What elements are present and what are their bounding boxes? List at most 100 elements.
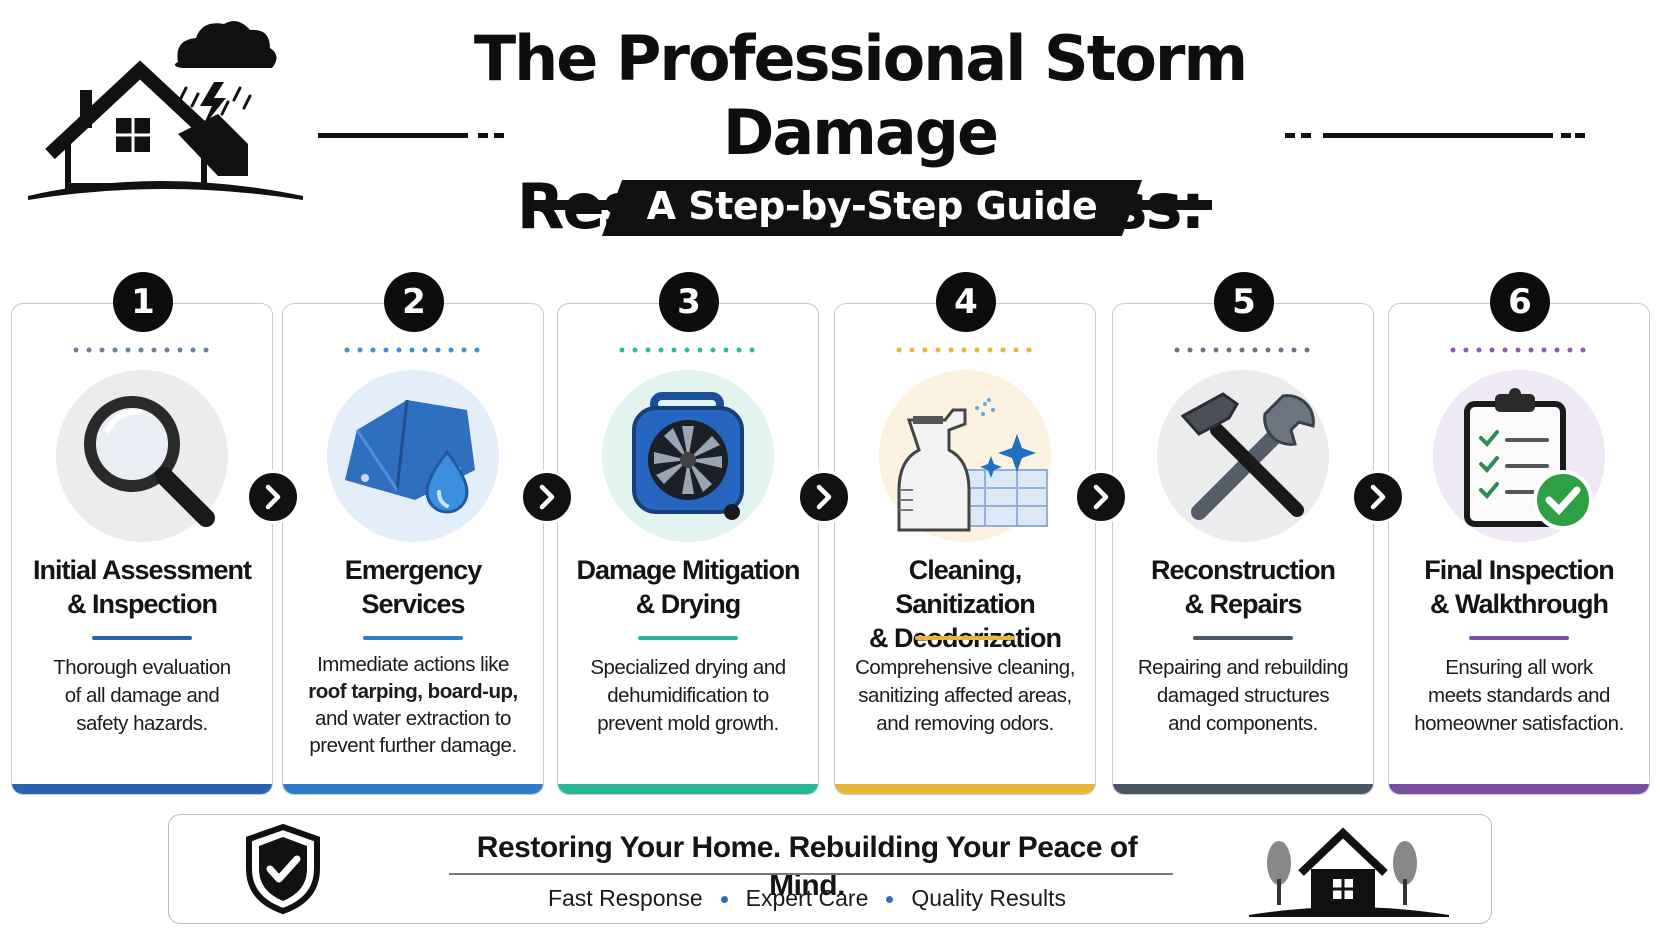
step-number: 2 xyxy=(384,272,444,332)
title-underline xyxy=(363,636,463,640)
step-title-line-2: & Inspection xyxy=(66,589,218,619)
card-accent-bar xyxy=(12,784,272,794)
tag-quality-results: Quality Results xyxy=(911,885,1067,911)
desc-line: Ensuring all work xyxy=(1445,656,1593,679)
subtitle: A Step-by-Step Guide xyxy=(646,184,1098,228)
title-underline xyxy=(92,636,192,640)
desc-line: Comprehensive cleaning, xyxy=(855,656,1075,679)
title-rule-right xyxy=(1285,133,1585,138)
desc-line: Specialized drying and xyxy=(590,656,786,679)
step-title: Damage Mitigation & Drying xyxy=(563,553,813,621)
step-title-line-2: & Walkthrough xyxy=(1430,589,1609,619)
card-frame xyxy=(1388,303,1650,795)
step-card-4: 4 Cleaning, Sanitization & Deodorization… xyxy=(834,272,1096,795)
desc-line: homeowner satisfaction. xyxy=(1414,712,1624,735)
step-number: 4 xyxy=(936,272,996,332)
step-title: Emergency Services xyxy=(288,553,538,621)
step-description: Ensuring all work meets standards and ho… xyxy=(1398,654,1640,738)
clipboard-checklist-icon xyxy=(1464,388,1593,530)
dotted-divider xyxy=(896,347,1032,353)
step-number: 6 xyxy=(1490,272,1550,332)
desc-line: Immediate actions like xyxy=(317,653,509,676)
title-line-1: The Professional Storm Damage xyxy=(473,22,1248,169)
footer-tags: Fast Response Expert Care Quality Results xyxy=(437,881,1177,915)
desc-line: roof tarping, board-up, xyxy=(308,680,518,703)
step-description: Comprehensive cleaning, sanitizing affec… xyxy=(844,654,1086,738)
step-description: Immediate actions like roof tarping, boa… xyxy=(292,651,534,759)
desc-line: prevent further damage. xyxy=(309,734,517,757)
card-accent-bar xyxy=(1389,784,1649,794)
step-description: Specialized drying and dehumidification … xyxy=(567,654,809,738)
step-card-3: 3 Damage Mitigation & Drying Specialized… xyxy=(557,272,819,795)
desc-line: and water extraction to xyxy=(315,707,511,730)
next-step-arrow-icon xyxy=(246,470,300,524)
shield-check-icon xyxy=(246,823,320,915)
dotted-divider xyxy=(1174,347,1310,353)
step-title: Final Inspection & Walkthrough xyxy=(1394,553,1644,621)
title-rule-left xyxy=(318,133,504,138)
desc-line: damaged structures xyxy=(1156,684,1330,707)
title-underline xyxy=(638,636,738,640)
card-accent-bar xyxy=(283,784,543,794)
desc-line: dehumidification to xyxy=(607,684,769,707)
tarp-water-drop-icon xyxy=(345,399,475,514)
step-title-line-2: & Repairs xyxy=(1184,589,1302,619)
house-storm-icon xyxy=(28,21,303,200)
step-title: Initial Assessment & Inspection xyxy=(17,553,267,621)
step-title-line-1: Reconstruction xyxy=(1150,555,1336,585)
card-accent-bar xyxy=(835,784,1095,794)
air-mover-fan-icon xyxy=(632,392,744,520)
bullet-dot xyxy=(886,896,894,904)
step-title-line-1: Cleaning, Sanitization xyxy=(895,555,1036,619)
desc-line: and removing odors. xyxy=(876,712,1054,735)
step-number: 5 xyxy=(1214,272,1274,332)
step-card-1: 1 Initial Assessment & Inspection Thorou… xyxy=(11,272,273,795)
dotted-divider xyxy=(1450,347,1586,353)
footer-divider xyxy=(449,873,1173,875)
desc-line: safety hazards. xyxy=(76,712,208,735)
step-number: 3 xyxy=(659,272,719,332)
card-accent-bar xyxy=(1113,784,1373,794)
step-description: Repairing and rebuilding damaged structu… xyxy=(1122,654,1364,738)
house-trees-icon xyxy=(1249,827,1449,917)
title-underline xyxy=(1469,636,1569,640)
desc-line: sanitizing affected areas, xyxy=(858,684,1072,707)
tag-expert-care: Expert Care xyxy=(745,885,869,911)
step-description: Thorough evaluation of all damage and sa… xyxy=(21,654,263,738)
spray-bottle-sparkle-icon xyxy=(897,398,1048,532)
next-step-arrow-icon xyxy=(1074,470,1128,524)
step-number: 1 xyxy=(113,272,173,332)
step-title-line-1: Initial Assessment xyxy=(32,555,252,585)
step-title-line-2: & Drying xyxy=(635,589,742,619)
next-step-arrow-icon xyxy=(520,470,574,524)
card-frame xyxy=(282,303,544,795)
title-underline xyxy=(915,636,1015,640)
desc-line: Repairing and rebuilding xyxy=(1137,656,1349,679)
step-title: Reconstruction & Repairs xyxy=(1118,553,1368,621)
dotted-divider xyxy=(344,347,480,353)
step-title-line-1: Emergency xyxy=(344,555,483,585)
footer-title: Restoring Your Home. Rebuilding Your Pea… xyxy=(476,831,1138,902)
bullet-dot xyxy=(720,896,728,904)
footer-banner: Restoring Your Home. Rebuilding Your Pea… xyxy=(168,814,1492,924)
step-title-line-2: Services xyxy=(361,589,465,619)
next-step-arrow-icon xyxy=(797,470,851,524)
desc-line: meets standards and xyxy=(1428,684,1610,707)
step-title-line-1: Damage Mitigation xyxy=(576,555,800,585)
step-card-2: 2 Emergency Services Immediate actions l… xyxy=(282,272,544,795)
hammer-wrench-icon xyxy=(1180,392,1315,520)
dotted-divider xyxy=(619,347,755,353)
dotted-divider xyxy=(73,347,209,353)
step-title-line-1: Final Inspection xyxy=(1424,555,1615,585)
step-card-6: 6 Final Inspection & Walkthrough Ensurin… xyxy=(1388,272,1650,795)
step-title: Cleaning, Sanitization & Deodorization xyxy=(840,553,1090,655)
tag-fast-response: Fast Response xyxy=(547,885,703,911)
title-underline xyxy=(1193,636,1293,640)
desc-line: Thorough evaluation xyxy=(53,656,231,679)
card-accent-bar xyxy=(558,784,818,794)
subtitle-banner xyxy=(602,180,1142,236)
magnifying-glass-icon xyxy=(84,396,215,527)
desc-line: and components. xyxy=(1168,712,1318,735)
desc-line: prevent mold growth. xyxy=(597,712,779,735)
next-step-arrow-icon xyxy=(1351,470,1405,524)
